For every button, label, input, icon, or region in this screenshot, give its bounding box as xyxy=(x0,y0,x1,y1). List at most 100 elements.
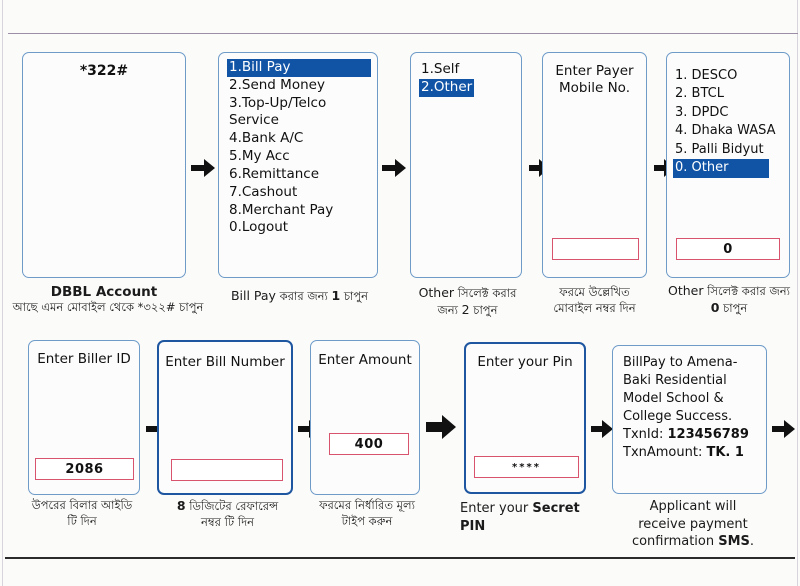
screen-self-other: 1.Self 2.Other xyxy=(410,52,522,278)
caption-amount-bn1: ফরমের নির্ধারিত মূল্য xyxy=(319,498,415,512)
arrow-pin-to-success xyxy=(588,418,614,440)
screen-amount: Enter Amount 400 xyxy=(310,340,420,495)
caption-success-part1: Applicant will xyxy=(649,499,737,514)
biller-item-palli-bidyut[interactable]: 5. Palli Bidyut xyxy=(675,141,764,157)
pin-title: Enter your Pin xyxy=(477,354,573,370)
caption-bill-number-bn1: ডিজিটের রেফারেন্স xyxy=(189,499,279,513)
menu-item-topup-telco-line2[interactable]: Service xyxy=(229,112,279,129)
caption-payer-mobile-bn1: ফরমে উল্লেখিত xyxy=(559,285,630,299)
caption-self-other-key: 2 xyxy=(461,301,470,317)
biller-id-title: Enter Biller ID xyxy=(37,351,131,367)
success-txnid-value: 123456789 xyxy=(667,426,749,442)
ussd-code-text: *322# xyxy=(79,63,129,79)
success-txnid-row: TxnId: 123456789 xyxy=(623,426,760,444)
caption-biller-id: উপরের বিলার আইডি টি দিন xyxy=(12,498,152,529)
menu-item-my-acc[interactable]: 5.My Acc xyxy=(229,148,290,165)
biller-item-dpdc[interactable]: 3. DPDC xyxy=(675,104,729,120)
caption-biller-id-bn1: উপরের বিলার আইডি xyxy=(31,498,133,512)
caption-success-part3: confirmation xyxy=(631,534,719,550)
bill-number-input[interactable] xyxy=(171,459,283,481)
success-amount-label: TxnAmount: xyxy=(623,444,707,460)
caption-main-menu-prefix: Bill Pay xyxy=(230,288,276,303)
page-frame-left-border xyxy=(2,0,3,586)
caption-self-other-prefix: Other xyxy=(418,285,455,300)
caption-self-other-suffix: চাপুন xyxy=(473,302,498,317)
caption-pin-bold: Secret xyxy=(532,501,580,516)
menu-item-bank-ac[interactable]: 4.Bank A/C xyxy=(229,130,304,147)
caption-success-part4: . xyxy=(749,534,755,550)
screen-biller-id: Enter Biller ID 2086 xyxy=(28,340,140,495)
menu-item-bill-pay[interactable]: 1.Bill Pay xyxy=(227,59,371,77)
amount-input[interactable]: 400 xyxy=(329,433,409,455)
pin-input[interactable]: **** xyxy=(474,456,579,478)
caption-self-other-bengali2: জন্য xyxy=(437,302,459,317)
caption-biller-suffix: চাপুন xyxy=(723,300,748,315)
biller-id-input[interactable]: 2086 xyxy=(35,458,134,480)
caption-success-part2: receive payment xyxy=(638,516,748,532)
arrow-dial-to-menu xyxy=(190,157,216,179)
bottom-divider-rule xyxy=(5,557,795,559)
amount-title: Enter Amount xyxy=(318,352,412,368)
caption-biller-key: 0 xyxy=(710,299,720,315)
biller-selection-input[interactable]: 0 xyxy=(676,238,780,260)
screen-bill-number: Enter Bill Number xyxy=(157,340,293,495)
caption-success-bold: SMS xyxy=(718,534,750,550)
biller-item-desco[interactable]: 1. DESCO xyxy=(675,68,738,83)
caption-success: Applicant will receive payment confirmat… xyxy=(612,498,774,551)
arrow-amount-to-pin xyxy=(425,414,457,440)
success-line-3: Model School & xyxy=(623,390,724,406)
menu-item-cashout[interactable]: 7.Cashout xyxy=(229,183,298,200)
caption-biller-id-bn2: টি দিন xyxy=(67,513,97,528)
caption-self-other: Other সিলেক্ট করার জন্য 2 চাপুন xyxy=(400,285,535,319)
screen-dial-ussd: *322# xyxy=(22,52,186,278)
main-menu-list: 1.Bill Pay 2.Send Money 3.Top-Up/Telco S… xyxy=(227,59,371,237)
caption-bill-number-key: 8 xyxy=(176,498,186,513)
caption-main-menu-key: 1 xyxy=(331,288,341,303)
screen-biller-list: 1. DESCO 2. BTCL 3. DPDC 4. Dhaka WASA 5… xyxy=(666,52,790,278)
caption-payer-mobile: ফরমে উল্লেখিত মোবাইল নম্বর দিন xyxy=(532,285,657,316)
menu-item-send-money[interactable]: 2.Send Money xyxy=(229,76,325,93)
arrow-success-continue xyxy=(771,418,797,440)
bill-number-title: Enter Bill Number xyxy=(165,354,285,370)
menu-item-self[interactable]: 1.Self xyxy=(421,61,460,77)
screen-main-menu: 1.Bill Pay 2.Send Money 3.Top-Up/Telco S… xyxy=(218,52,378,278)
menu-item-other[interactable]: 2.Other xyxy=(419,78,475,97)
success-amount-row: TxnAmount: TK. 1 xyxy=(623,444,760,462)
biller-item-dhaka-wasa[interactable]: 4. Dhaka WASA xyxy=(675,123,776,139)
screen-success: BillPay to Amena- Baki Residential Model… xyxy=(612,345,767,494)
success-line-1: BillPay to Amena- xyxy=(623,355,738,370)
caption-dial-bengali: আছে এমন মোবাইল থেকে *৩২২# চাপুন xyxy=(12,300,204,314)
caption-main-menu-suffix: চাপুন xyxy=(343,289,369,303)
success-line-2: Baki Residential xyxy=(623,372,727,388)
biller-list: 1. DESCO 2. BTCL 3. DPDC 4. Dhaka WASA 5… xyxy=(673,67,783,178)
page-frame-right-border xyxy=(797,0,798,586)
caption-biller-bengali: সিলেক্ট করার জন্য xyxy=(707,284,790,298)
caption-pin-part1: Enter your xyxy=(460,501,533,516)
menu-item-topup-telco[interactable]: 3.Top-Up/Telco xyxy=(229,94,327,111)
caption-dial-title: DBBL Account xyxy=(50,284,158,300)
self-other-list: 1.Self 2.Other xyxy=(419,61,515,97)
menu-item-remittance[interactable]: 6.Remittance xyxy=(229,165,320,182)
menu-item-logout[interactable]: 0.Logout xyxy=(229,219,289,236)
caption-biller-list: Other সিলেক্ট করার জন্য 0 চাপুন xyxy=(658,283,800,317)
success-message: BillPay to Amena- Baki Residential Model… xyxy=(623,354,760,462)
caption-bill-number: 8 ডিজিটের রেফারেন্স নম্বর টি দিন xyxy=(155,498,300,530)
arrow-menu-to-self-other xyxy=(381,157,407,179)
caption-biller-prefix: Other xyxy=(667,283,704,298)
caption-main-menu: Bill Pay করার জন্য 1 চাপুন xyxy=(212,288,387,305)
biller-item-btcl[interactable]: 2. BTCL xyxy=(675,86,724,102)
biller-item-other[interactable]: 0. Other xyxy=(673,159,769,178)
success-line-4: College Success. xyxy=(623,408,733,424)
caption-pin: Enter your Secret PIN xyxy=(460,500,592,535)
caption-bill-number-bn2: নম্বর টি দিন xyxy=(200,514,255,529)
caption-amount-bn2: টাইপ করুন xyxy=(341,513,393,528)
menu-item-merchant-pay[interactable]: 8.Merchant Pay xyxy=(229,201,334,218)
screen-pin: Enter your Pin **** xyxy=(464,342,586,494)
caption-pin-part2: PIN xyxy=(460,518,486,534)
payer-mobile-input[interactable] xyxy=(552,238,639,260)
caption-amount: ফরমের নির্ধারিত মূল্য টাইপ করুন xyxy=(302,498,432,529)
success-amount-value: TK. 1 xyxy=(706,444,744,460)
